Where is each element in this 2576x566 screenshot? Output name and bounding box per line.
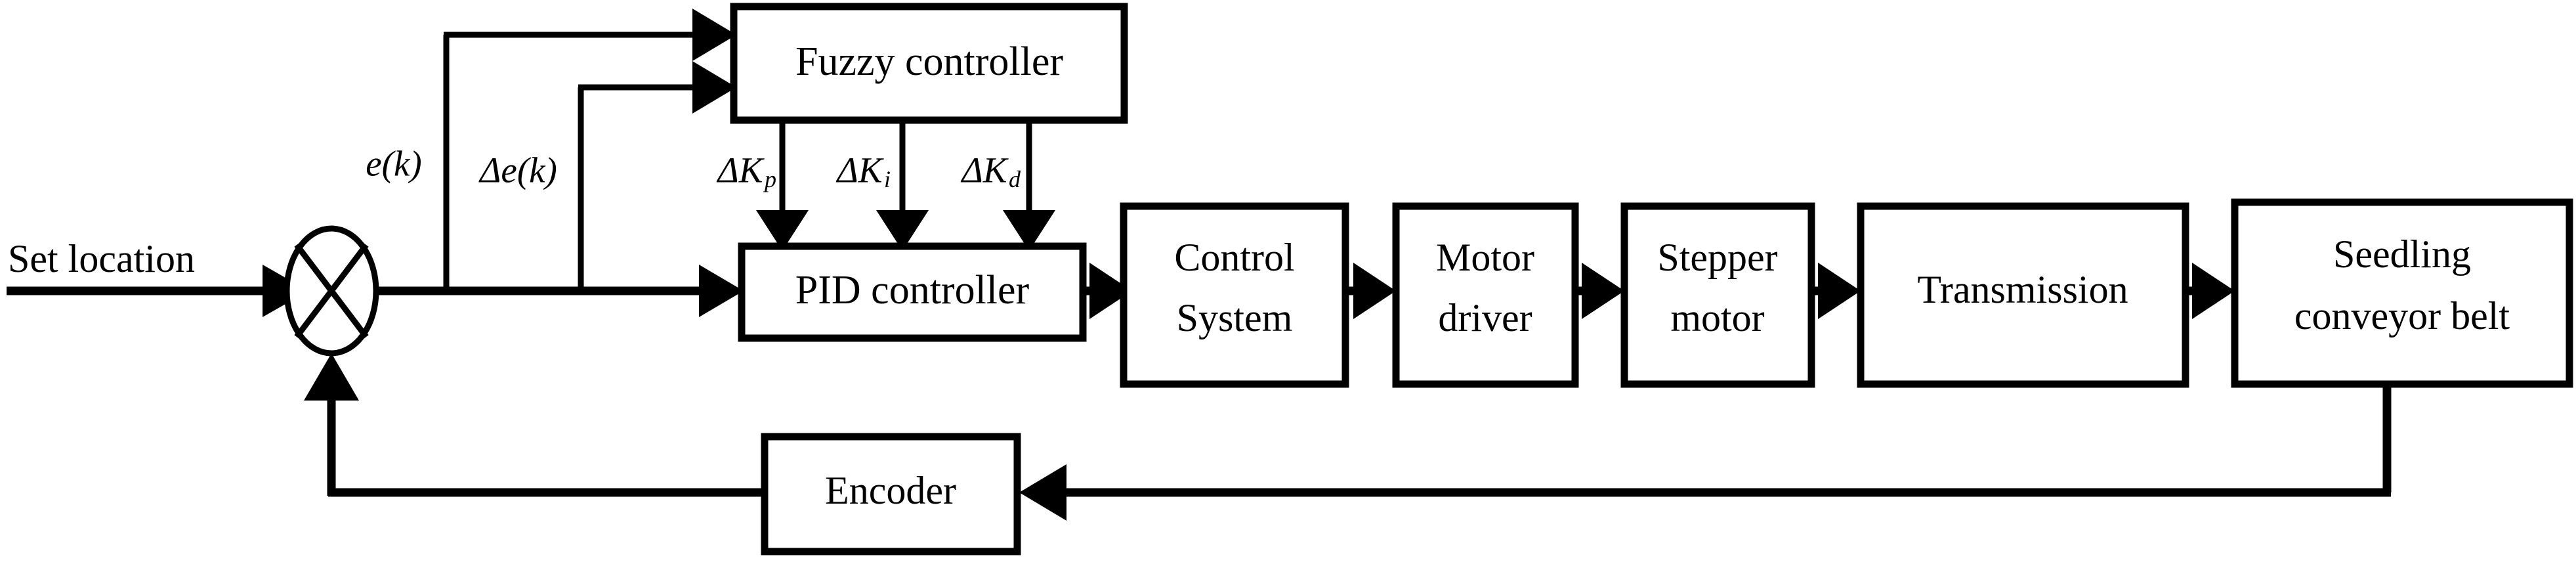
label-delta-ki: ΔK i [836, 150, 891, 192]
block-motor-driver-label-line2: driver [1438, 296, 1532, 339]
block-stepper-motor-rect[interactable] [1620, 202, 1815, 388]
arrow-ek-to-fuzzy [692, 9, 736, 61]
arrow-delta-kp-to-pid [756, 210, 809, 251]
block-transmission[interactable]: Transmission [1857, 202, 2189, 388]
arrow-delta-ki-to-pid [876, 210, 929, 251]
block-motor-driver-label-line1: Motor [1436, 236, 1534, 279]
block-seedling-conveyor-belt-label-line2: conveyor belt [2294, 294, 2510, 337]
block-stepper-motor-label-line1: Stepper [1657, 236, 1777, 279]
label-delta-ki-base: ΔK [836, 150, 885, 190]
block-pid-controller-label: PID controller [795, 268, 1030, 313]
label-delta-kd-base: ΔK [961, 150, 1009, 190]
arrow-transmission-to-seedling-belt [2192, 263, 2235, 319]
block-motor-driver-rect[interactable] [1392, 202, 1579, 388]
label-delta-kp: ΔK p [717, 150, 776, 192]
block-seedling-conveyor-belt-label-line1: Seedling [2333, 232, 2471, 276]
block-seedling-conveyor-belt-rect[interactable] [2231, 198, 2573, 388]
summing-junction-cross-2 [294, 243, 369, 339]
arrow-motor-driver-to-stepper-motor [1582, 263, 1624, 319]
label-error-delta-ek: Δe(k) [478, 150, 557, 190]
label-delta-kp-base: ΔK [717, 150, 765, 190]
block-control-system-label-line2: System [1177, 296, 1293, 339]
label-delta-kd: ΔK d [961, 150, 1021, 192]
block-seedling-conveyor-belt[interactable]: Seedling conveyor belt [2231, 198, 2573, 388]
block-fuzzy-controller[interactable]: Fuzzy controller [730, 3, 1128, 124]
label-error-ek: e(k) [366, 144, 421, 184]
arrow-error-to-pid [699, 265, 744, 317]
block-stepper-motor[interactable]: Stepper motor [1620, 202, 1815, 388]
block-fuzzy-controller-rect[interactable] [730, 3, 1128, 124]
arrow-pid-to-control-system [1089, 263, 1132, 319]
block-encoder[interactable]: Encoder [761, 433, 1021, 555]
block-encoder-rect[interactable] [761, 433, 1021, 555]
block-pid-controller[interactable]: PID controller [738, 242, 1087, 342]
block-control-system-rect[interactable] [1120, 202, 1349, 388]
arrow-delta-ek-to-fuzzy [692, 61, 736, 114]
block-pid-controller-rect[interactable] [738, 242, 1087, 342]
arrow-stepper-motor-to-transmission [1818, 263, 1861, 319]
summing-junction [284, 225, 379, 357]
arrow-feedback-to-encoder [1019, 464, 1066, 521]
arrow-feedback-to-sum [304, 353, 359, 401]
label-delta-ki-sub: i [884, 166, 891, 192]
block-encoder-label: Encoder [825, 469, 956, 512]
label-delta-kp-sub: p [763, 166, 776, 192]
label-delta-kd-sub: d [1009, 166, 1021, 192]
block-stepper-motor-label-line2: motor [1670, 296, 1764, 339]
block-transmission-label: Transmission [1917, 268, 2128, 311]
block-motor-driver[interactable]: Motor driver [1392, 202, 1579, 388]
block-fuzzy-controller-label: Fuzzy controller [795, 39, 1063, 84]
arrow-control-system-to-motor-driver [1353, 263, 1396, 319]
label-set-location: Set location [8, 237, 195, 280]
block-control-system-label-line1: Control [1174, 236, 1294, 279]
block-transmission-rect[interactable] [1857, 202, 2189, 388]
block-control-system[interactable]: Control System [1120, 202, 1349, 388]
arrow-delta-kd-to-pid [1003, 210, 1055, 251]
